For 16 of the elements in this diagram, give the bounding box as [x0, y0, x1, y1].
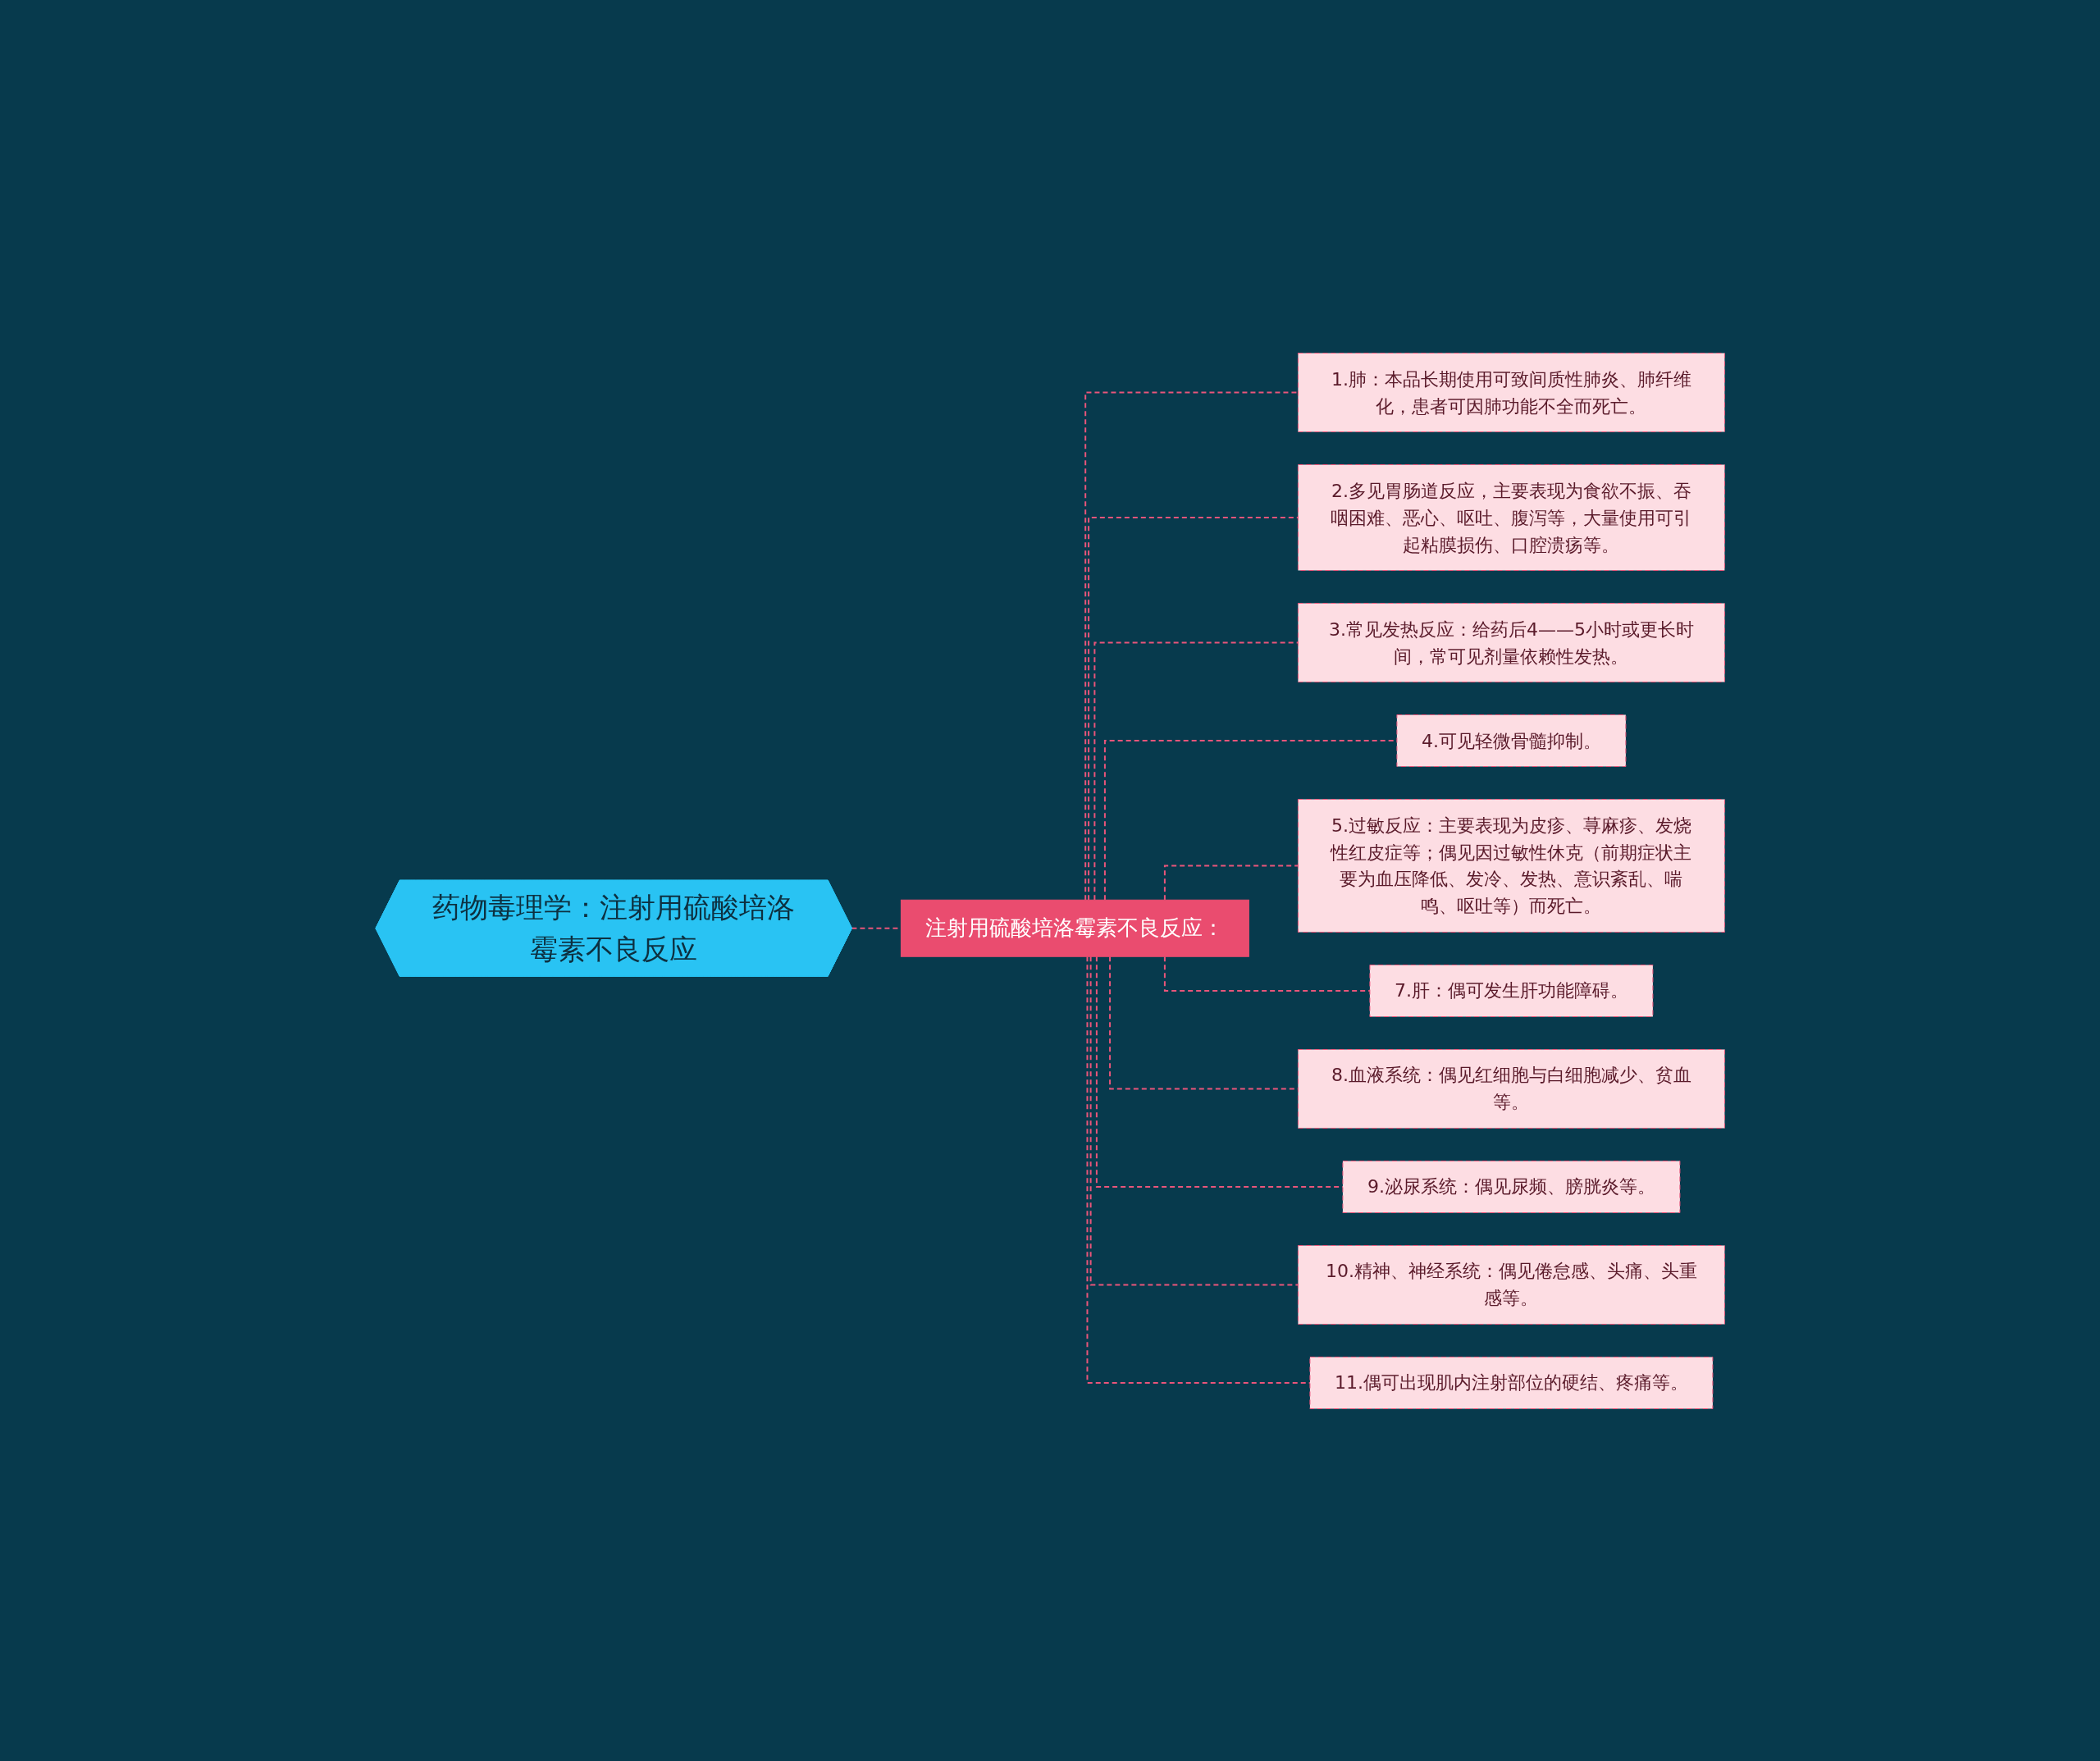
node-box: 11.偶可出现肌内注射部位的硬结、疼痛等。 [1309, 1356, 1714, 1409]
connector [1087, 516, 1299, 901]
node-box: 1.肺：本品长期使用可致间质性肺炎、肺纤维化，患者可因肺功能不全而死亡。 [1297, 352, 1725, 432]
node-box: 10.精神、神经系统：偶见倦怠感、头痛、头重感等。 [1297, 1244, 1725, 1325]
connector [1093, 641, 1299, 901]
connector [1089, 955, 1299, 1285]
node-box: 5.过敏反应：主要表现为皮疹、荨麻疹、发烧性红皮症等；偶见因过敏性休克（前期症状主要为血压降低、发冷、发热、意识紊乱、喘鸣、呕吐等）而死亡。 [1297, 798, 1725, 933]
node-box: 9.泌尿系统：偶见尿频、膀胱炎等。 [1342, 1160, 1681, 1213]
connector [1084, 391, 1299, 901]
connector [1163, 865, 1299, 901]
node-box: 4.可见轻微骨髓抑制。 [1396, 714, 1627, 767]
node-box: 注射用硫酸培洛霉素不良反应： [900, 899, 1249, 957]
node-box: 7.肝：偶可发生肝功能障碍。 [1369, 964, 1654, 1017]
node-box: 3.常见发热反应：给药后4——5小时或更长时间，常可见剂量依赖性发热。 [1297, 602, 1725, 682]
node-box: 2.多见胃肠道反应，主要表现为食欲不振、吞咽困难、恶心、呕吐、腹泻等，大量使用可引起粘膜损伤、口腔溃疡等。 [1297, 463, 1725, 571]
node-box: 8.血液系统：偶见红细胞与白细胞减少、贫血等。 [1297, 1048, 1725, 1129]
